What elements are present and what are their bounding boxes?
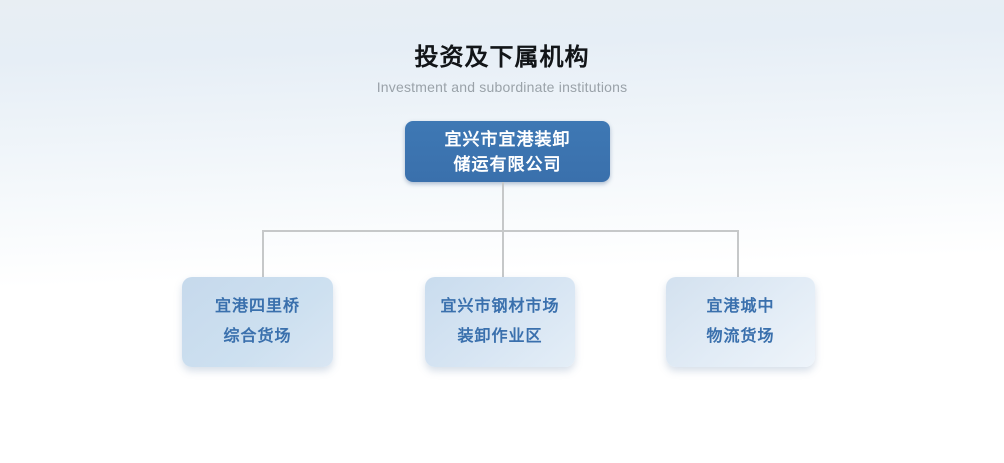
- org-node-root-name-line2: 储运有限公司: [453, 154, 562, 174]
- org-node-root: 宜兴市宜港装卸 储运有限公司: [405, 121, 610, 182]
- section-subtitle: Investment and subordinate institutions: [376, 79, 628, 95]
- connector-horizontal-rail: [262, 230, 739, 232]
- org-node-child-3-name-line1: 宜港城中: [706, 298, 775, 315]
- org-node-child-2-name-line1: 宜兴市钢材市场: [440, 298, 560, 315]
- connector-drop-left: [262, 230, 264, 278]
- connector-drop-right: [737, 230, 739, 278]
- org-node-child-1: 宜港四里桥 综合货场: [182, 277, 333, 367]
- org-node-child-3: 宜港城中 物流货场: [666, 277, 815, 367]
- connector-drop-center: [502, 230, 504, 278]
- org-node-child-3-name-line2: 物流货场: [706, 328, 775, 345]
- org-node-child-2: 宜兴市钢材市场 装卸作业区: [425, 277, 575, 367]
- org-node-child-2-name-line2: 装卸作业区: [457, 328, 543, 345]
- org-node-child-1-name-line1: 宜港四里桥: [214, 298, 300, 315]
- connector-root-stem: [502, 182, 504, 232]
- section-title: 投资及下属机构: [414, 44, 590, 71]
- org-node-root-name-line1: 宜兴市宜港装卸: [444, 129, 571, 149]
- org-node-child-1-name-line2: 综合货场: [223, 328, 292, 345]
